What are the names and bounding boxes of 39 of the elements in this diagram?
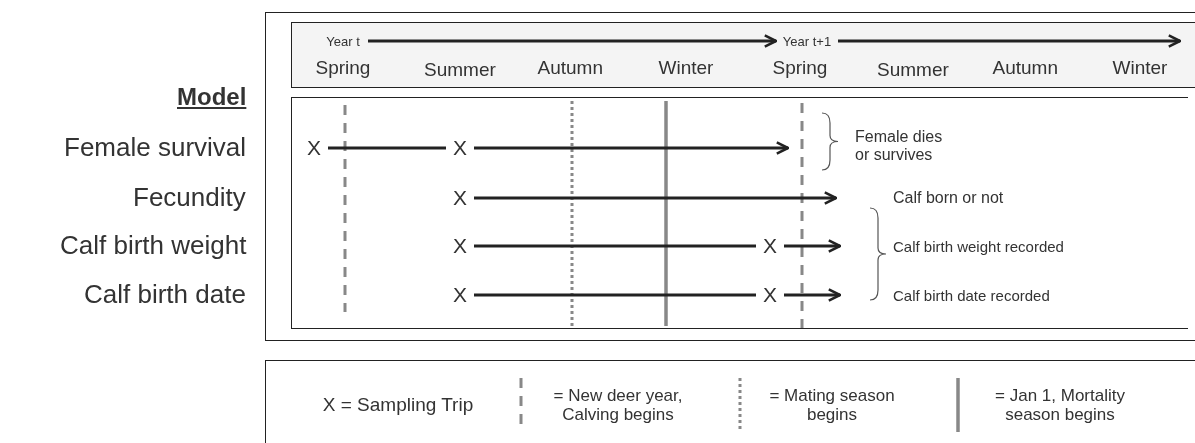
arrow <box>784 288 842 302</box>
model-name: Calf birth date <box>84 280 246 310</box>
connector-line <box>328 146 446 150</box>
season-label: Autumn <box>537 57 603 79</box>
connector-line <box>474 293 756 297</box>
season-label: Winter <box>1112 57 1168 79</box>
arrow <box>474 191 838 205</box>
arrow <box>838 34 1182 48</box>
year-label: Year t <box>318 32 368 50</box>
season-label: Autumn <box>992 57 1058 79</box>
sampling-mark: X <box>446 283 474 307</box>
outcome-text: Female dies or survives <box>855 127 944 165</box>
sampling-mark: X <box>446 136 474 160</box>
legend-text: = Jan 1, Mortality season begins <box>994 385 1126 425</box>
sampling-mark: X <box>446 234 474 258</box>
arrow <box>368 34 778 48</box>
sampling-mark: X <box>446 186 474 210</box>
season-label: Spring <box>772 57 828 79</box>
season-label: Summer <box>877 59 949 81</box>
model-name: Fecundity <box>133 183 246 213</box>
legend-text: X = Sampling Trip <box>321 394 475 416</box>
year-label: Year t+1 <box>776 32 838 50</box>
outcome-text: Calf birth weight recorded <box>893 237 1064 255</box>
outcome-text: Calf birth date recorded <box>893 286 1050 304</box>
model-heading: Model <box>177 83 247 111</box>
season-label: Winter <box>658 57 714 79</box>
season-label: Spring <box>315 57 371 79</box>
sampling-mark: X <box>300 136 328 160</box>
sampling-mark: X <box>756 234 784 258</box>
sampling-mark: X <box>756 283 784 307</box>
season-label: Summer <box>424 59 496 81</box>
model-name: Female survival <box>64 133 247 163</box>
outcome-text: Calf born or not <box>893 189 1004 208</box>
legend-text: = Mating season begins <box>768 385 896 425</box>
legend-text: = New deer year, Calving begins <box>552 385 684 425</box>
model-name: Calf birth weight <box>60 231 247 261</box>
arrow <box>474 141 790 155</box>
arrow <box>784 239 842 253</box>
connector-line <box>474 244 756 248</box>
